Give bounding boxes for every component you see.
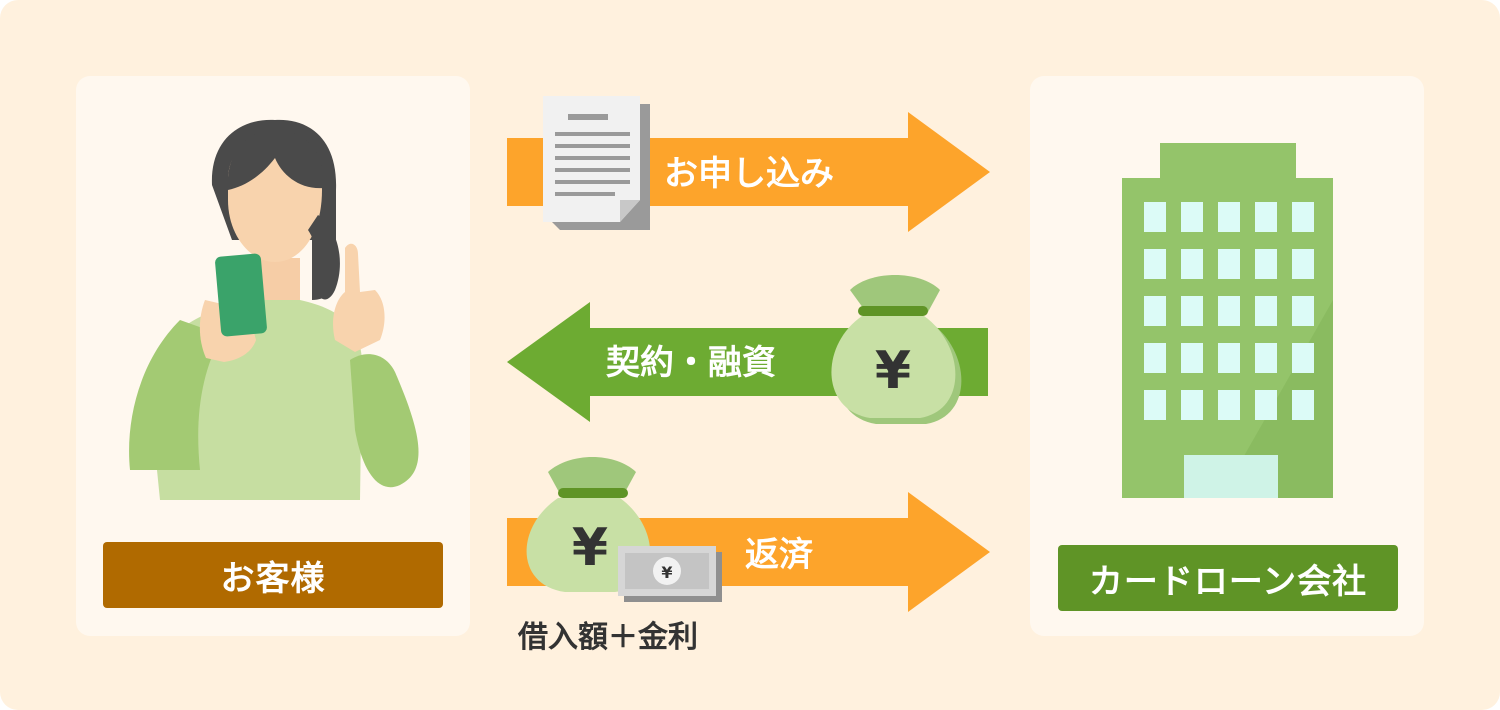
document-icon	[543, 96, 650, 230]
money-bag-yen: ¥	[875, 341, 911, 401]
repayment-note: 借入額＋金利	[518, 620, 698, 655]
customer-label: お客様	[103, 542, 443, 608]
banknote-icon: ¥	[618, 546, 722, 602]
contract-label: 契約・融資	[606, 343, 776, 383]
application-label: お申し込み	[664, 154, 834, 194]
repayment-label: 返済	[745, 535, 814, 575]
customer-illustration	[129, 119, 419, 500]
repayment-bag-yen: ¥	[572, 518, 608, 578]
company-label: カードローン会社	[1058, 545, 1398, 611]
banknote-yen: ¥	[661, 563, 672, 582]
building-illustration	[1122, 143, 1333, 498]
money-bag-icon: ¥	[831, 275, 962, 424]
